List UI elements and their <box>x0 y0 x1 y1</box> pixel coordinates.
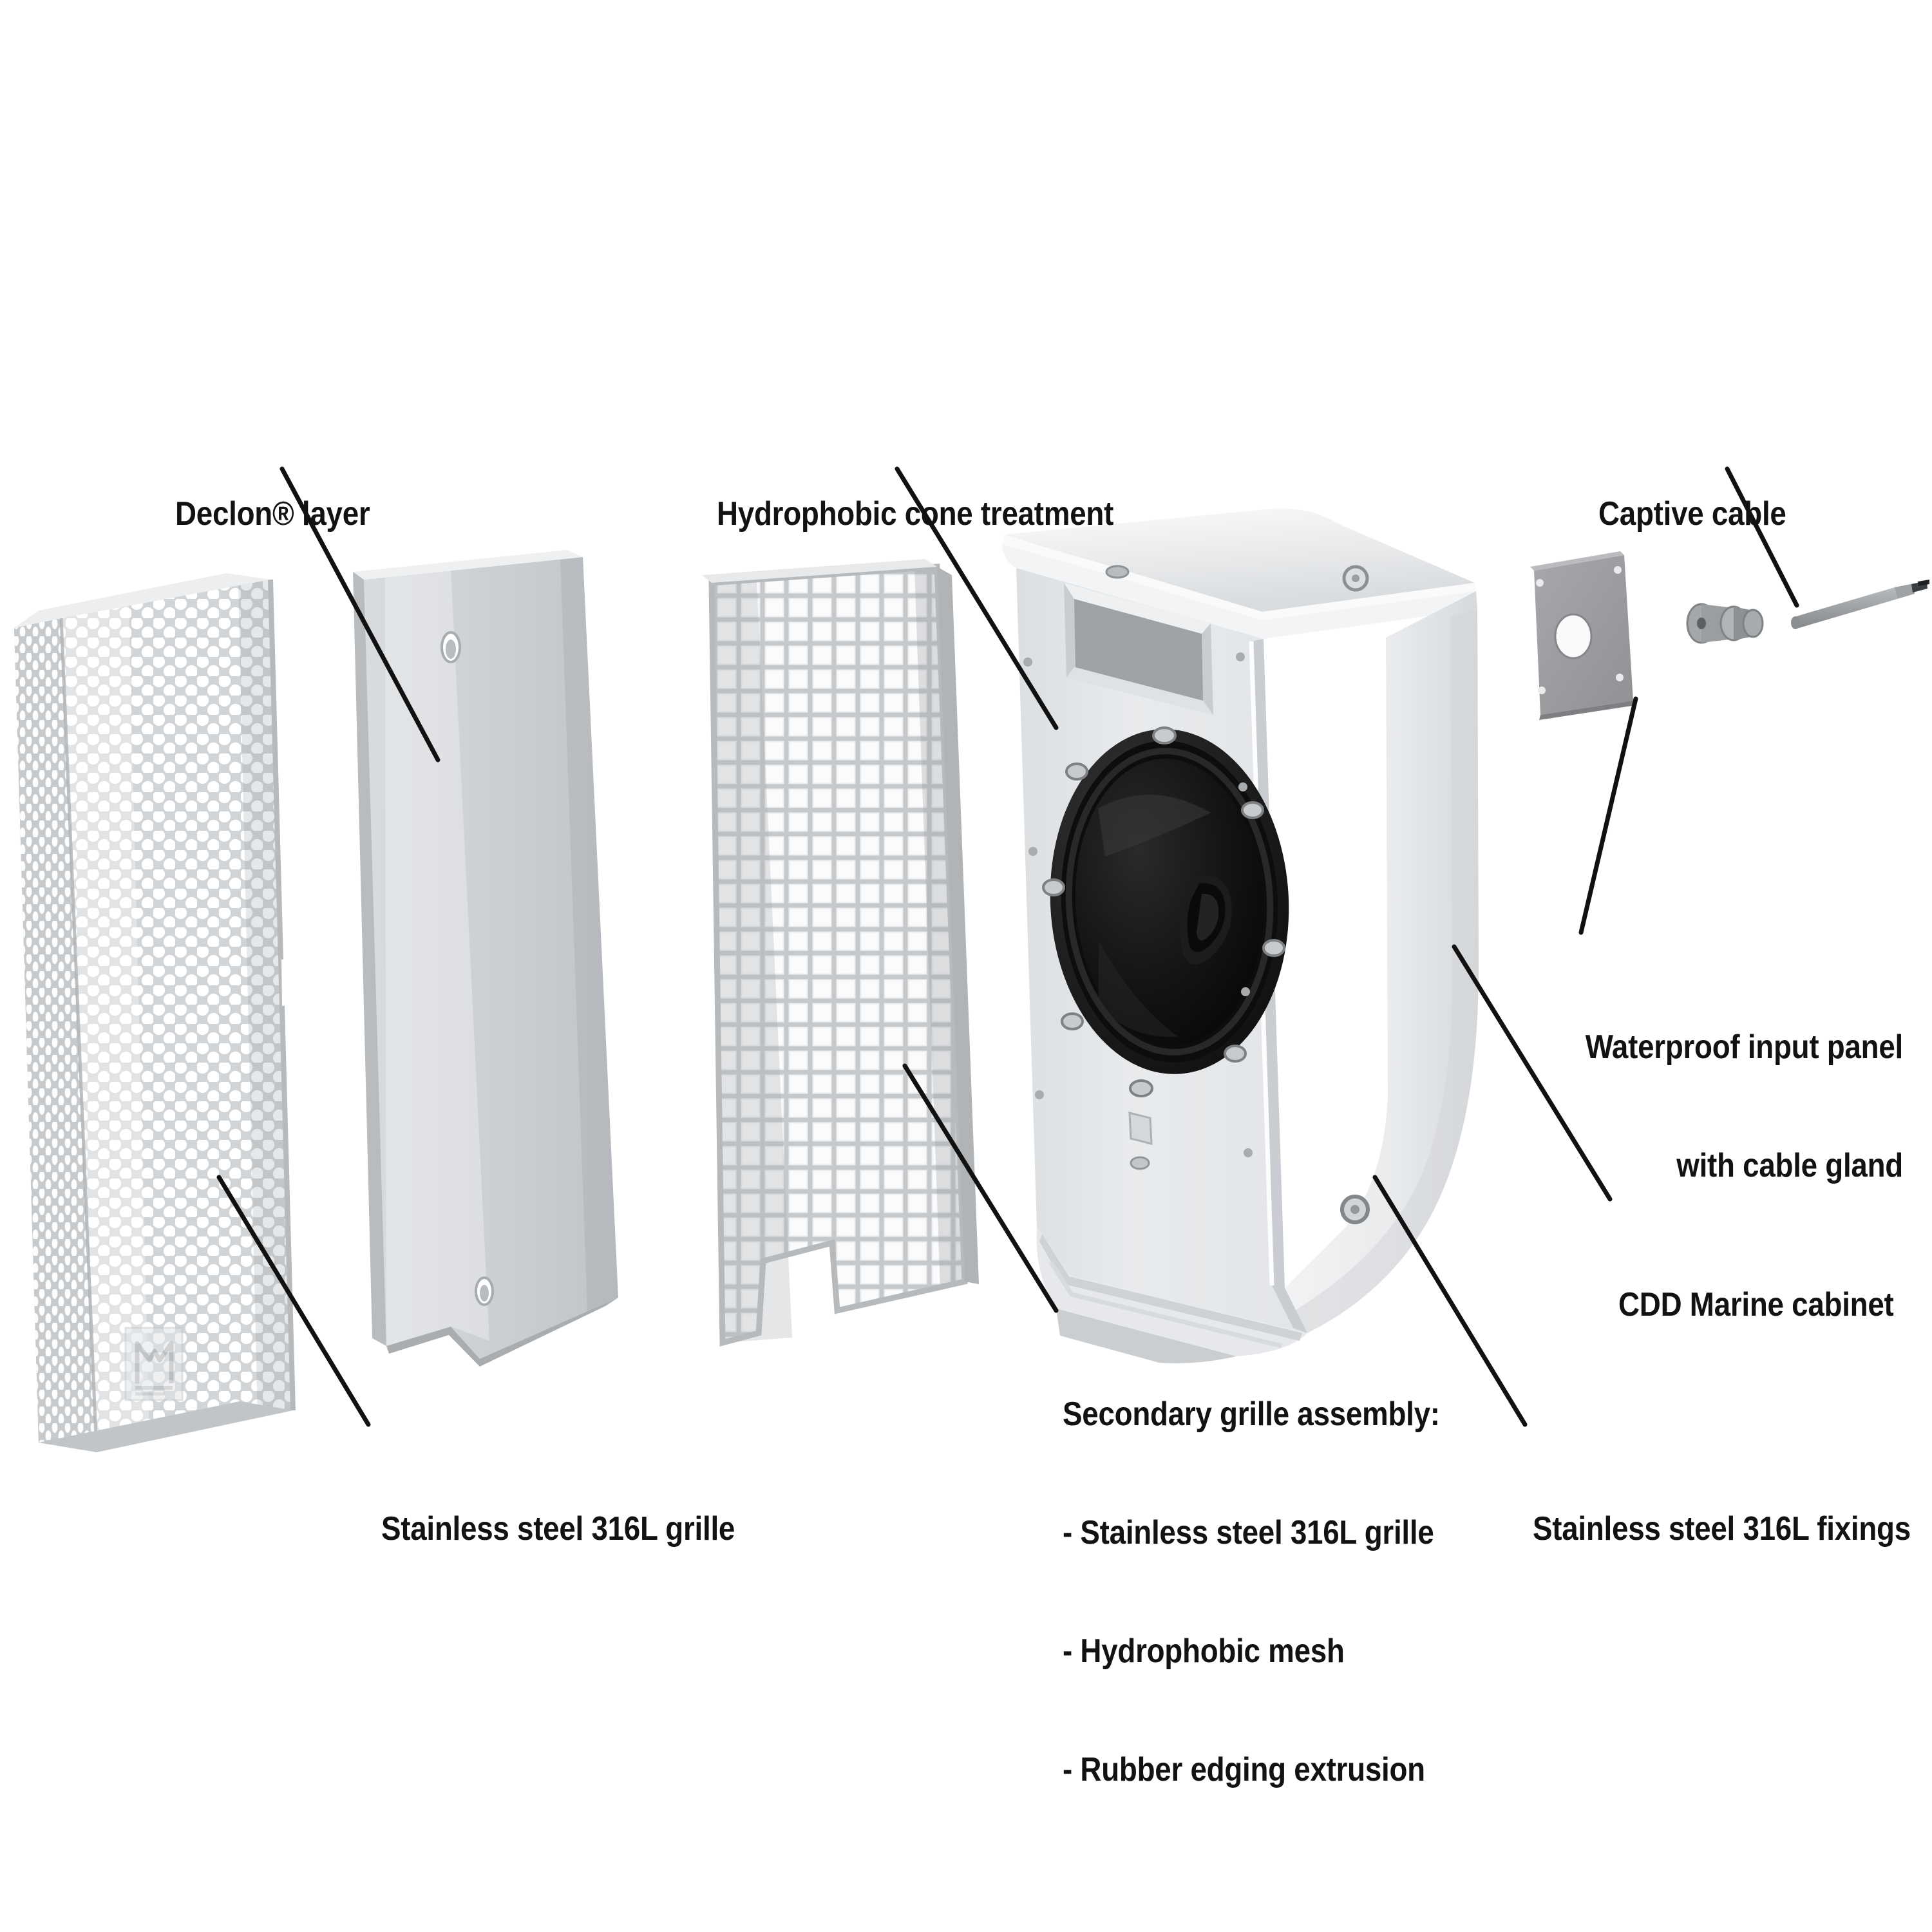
secondary-grille-part <box>702 559 979 1347</box>
callout-line: Declon® layer <box>175 495 370 533</box>
callout-secondary-grille-assembly: Secondary grille assembly: - Stainless s… <box>1063 1316 1440 1869</box>
callout-captive-cable: Captive cable <box>1598 415 1786 613</box>
callout-line: Stainless steel 316L fixings <box>1533 1510 1911 1548</box>
callout-stainless-steel-316l-grille: Stainless steel 316L grille <box>381 1430 735 1628</box>
callout-line: Stainless steel 316L grille <box>381 1510 735 1548</box>
leader-hydrophobic-cone <box>895 466 1059 730</box>
callout-waterproof-input-panel: Waterproof input panel with cable gland <box>1577 949 1904 1265</box>
callout-line: Captive cable <box>1598 495 1786 533</box>
leader-lines <box>216 466 1799 1427</box>
callout-hydrophobic-cone-treatment: Hydrophobic cone treatment <box>717 415 1113 613</box>
brand-logo-badge <box>124 1327 184 1401</box>
stainless-steel-316l-grille-part <box>14 573 296 1453</box>
callout-line: with cable gland <box>1676 1146 1903 1184</box>
leader-captive-cable <box>1725 466 1799 608</box>
callout-line: Waterproof input panel <box>1585 1028 1904 1066</box>
callout-line: - Stainless steel 316L grille <box>1063 1513 1434 1551</box>
waterproof-input-panel-part <box>1530 551 1633 720</box>
callout-declon-layer: Declon® layer <box>175 415 370 613</box>
cable-gland-part <box>1686 603 1764 644</box>
callout-line: Secondary grille assembly: <box>1063 1395 1440 1433</box>
callout-line: - Hydrophobic mesh <box>1063 1632 1345 1670</box>
leader-secondary-grille <box>902 1063 1059 1313</box>
declon-layer-part <box>353 550 618 1367</box>
cdd-marine-cabinet-part <box>1002 508 1479 1363</box>
callout-cdd-marine-cabinet: CDD Marine cabinet <box>1618 1206 1894 1404</box>
driver-fixings <box>1042 726 1285 1097</box>
callout-stainless-steel-316l-fixings: Stainless steel 316L fixings <box>1533 1430 1911 1628</box>
callout-line: CDD Marine cabinet <box>1618 1285 1894 1323</box>
leader-declon-layer <box>279 466 440 762</box>
captive-cable-part <box>1791 580 1929 629</box>
leader-316l-fixings <box>1372 1175 1528 1427</box>
leader-cdd-marine-cabinet <box>1452 944 1613 1202</box>
callout-line: Hydrophobic cone treatment <box>717 495 1114 533</box>
callout-line: - Rubber edging extrusion <box>1063 1750 1425 1788</box>
leader-316l-grille <box>216 1175 371 1427</box>
leader-waterproof-panel <box>1578 696 1638 935</box>
